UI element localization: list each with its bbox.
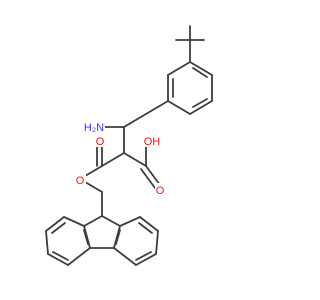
five-ring-bond-2 (101, 215, 121, 227)
ester-oxygen-bg (75, 173, 86, 186)
amine-label: H₂N (84, 122, 104, 134)
ring-a-double-1 (192, 67, 208, 78)
five-ring-bond-1 (83, 215, 103, 227)
cooh-co-double (140, 168, 156, 189)
ring-b-double-1 (51, 222, 66, 234)
ch2-ch-bond (123, 113, 147, 128)
ring-c-bond-1 (119, 216, 141, 227)
hydroxyl-label-bg (143, 133, 161, 147)
ring-a-bond-1 (189, 61, 213, 76)
ring-b-bond-2 (45, 216, 65, 232)
acid-carbonyl-oxygen-label: O (156, 185, 165, 197)
chemical-structure-diagram: H₂N OH O O O (45, 25, 213, 266)
amine-label-bg (84, 119, 105, 133)
ch-ester-bond (101, 152, 125, 167)
cooh-co-bond (145, 165, 161, 186)
hydroxyl-label: OH (144, 136, 161, 148)
ring-c-bond-2 (139, 216, 159, 232)
five-ring-bond-4 (113, 225, 121, 249)
ring-b-double-3 (83, 229, 89, 245)
ring-b-bond-1 (63, 216, 85, 227)
ring-b-bond-3 (45, 230, 49, 255)
ester-carbonyl-oxygen-bg (94, 134, 105, 147)
ring-c-bond-5 (113, 247, 137, 266)
acid-carbonyl-oxygen-bg (155, 183, 165, 196)
five-ring-bond-3 (83, 225, 91, 249)
ring-c-double-2 (135, 251, 152, 261)
ring-c-bond-3 (155, 230, 159, 255)
ring-b-bond-4 (47, 253, 69, 266)
ring-a-bond-3 (189, 100, 213, 115)
ester-carbonyl-oxygen-label: O (96, 136, 105, 148)
benzyl-bond (145, 100, 169, 115)
ring-b-bond-5 (67, 247, 91, 266)
ring-b-double-2 (52, 251, 69, 261)
ring-a-double-2 (192, 98, 208, 108)
ring-c-double-3 (115, 229, 121, 245)
ester-oxygen-label: O (76, 175, 85, 187)
bonds (45, 25, 213, 266)
ring-a-bond-4 (167, 100, 191, 115)
ring-c-double-1 (138, 222, 153, 234)
ch-cooh-bond (123, 152, 147, 167)
atom-labels: H₂N OH O O O (75, 119, 165, 197)
ring-a-bond-6 (167, 61, 191, 76)
ring-c-bond-4 (135, 253, 157, 266)
